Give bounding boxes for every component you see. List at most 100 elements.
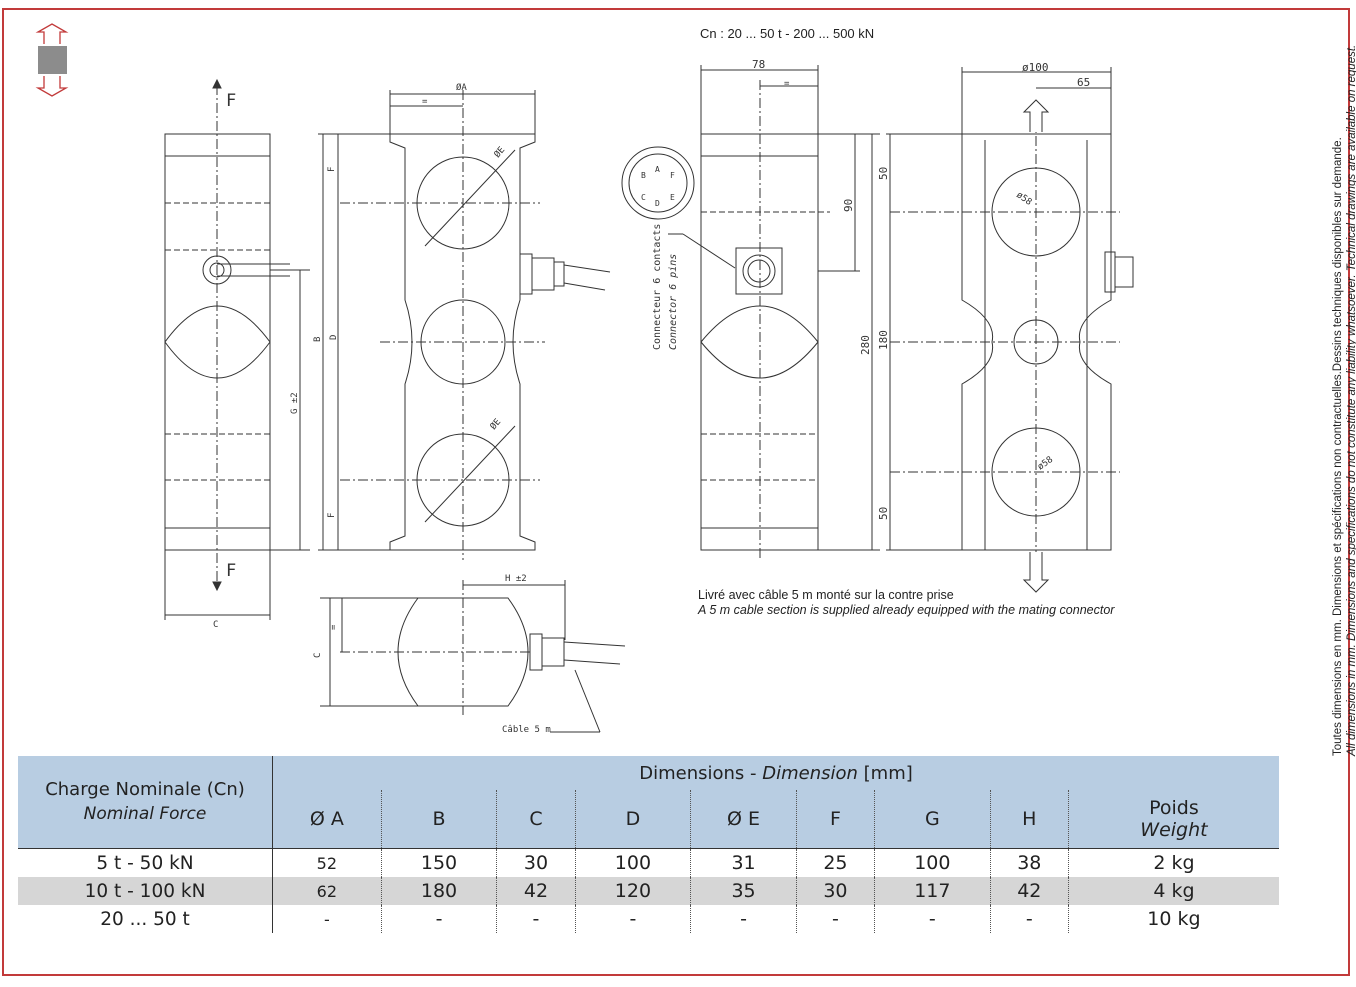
dim-equal-bottom-label: =	[329, 624, 339, 630]
weight-header-fr: Poids	[1149, 797, 1199, 819]
up-down-arrow-icon	[35, 23, 69, 97]
pin-b: B	[641, 171, 646, 180]
table-row: 20 ... 50 t - - - - - - - - 10 kg	[18, 905, 1279, 933]
table-row: 10 t - 100 kN 62 180 42 120 35 30 117 42…	[18, 877, 1279, 905]
side-note-fr: Toutes dimensions en mm. Dimensions et s…	[1332, 137, 1344, 756]
cell-value: 100	[874, 848, 991, 877]
cell-value: 30	[496, 848, 576, 877]
dimensions-header-unit: [mm]	[857, 762, 913, 784]
dimensions-table: Charge Nominale (Cn) Nominal Force Dimen…	[18, 756, 1279, 933]
connector-view	[621, 65, 880, 560]
dim-58-top-label: ø58	[1014, 190, 1033, 208]
cell-value: 52	[272, 848, 382, 877]
nominal-force-header-en: Nominal Force	[83, 804, 207, 824]
cell-value: 180	[380, 877, 497, 905]
connector-label-fr: Connecteur 6 contacts	[652, 224, 663, 350]
dim-50-top-label: 50	[877, 167, 890, 180]
cell-value: -	[574, 905, 691, 933]
bottom-view	[320, 580, 626, 733]
connector-label-en: Connector 6 pins	[668, 254, 679, 350]
cell-weight: 2 kg	[1067, 848, 1279, 877]
cell-value: 120	[574, 877, 691, 905]
cell-value: 30	[795, 877, 875, 905]
column-header-c: C	[496, 790, 576, 849]
page-frame	[2, 8, 1350, 976]
dim-equal-label: =	[422, 97, 428, 107]
side-note-en: All dimensions in mm. Dimensions and spe…	[1346, 44, 1356, 756]
cell-value: -	[496, 905, 576, 933]
column-header-d: D	[574, 790, 691, 849]
column-header-a: Ø A	[272, 790, 382, 849]
dim-a-label: ØA	[456, 82, 467, 93]
column-header-b: B	[380, 790, 497, 849]
dim-180-label: 180	[877, 330, 890, 350]
dim-h-label: H ±2	[505, 574, 527, 584]
pin-f: F	[670, 171, 675, 180]
dim-58-bottom-label: ø58	[1036, 455, 1055, 473]
pin-a: A	[655, 165, 660, 174]
column-header-weight: Poids Weight	[1067, 790, 1279, 849]
dim-c-bottom-label: C	[313, 653, 323, 658]
dimensions-table-wrapper: Charge Nominale (Cn) Nominal Force Dimen…	[18, 756, 1279, 933]
pin-e: E	[670, 193, 675, 202]
cell-value: 38	[989, 848, 1069, 877]
front-view	[318, 90, 611, 560]
dimensions-header-en: Dimension	[762, 762, 858, 784]
cell-value: 117	[874, 877, 991, 905]
dimensions-header: Dimensions - Dimension [mm]	[272, 756, 1279, 790]
cell-value: 62	[272, 877, 382, 905]
column-header-h: H	[989, 790, 1069, 849]
side-note: Toutes dimensions en mm. Dimensions et s…	[1331, 36, 1356, 756]
cell-value: -	[874, 905, 991, 933]
dim-90-label: 90	[842, 199, 855, 212]
cell-value: 150	[380, 848, 497, 877]
weight-header-en: Weight	[1140, 819, 1208, 841]
dim-b-label: B	[313, 337, 323, 342]
cable-note-en: A 5 m cable section is supplied already …	[698, 603, 1115, 617]
nominal-force-header: Charge Nominale (Cn) Nominal Force	[18, 756, 273, 849]
column-header-e: Ø E	[690, 790, 797, 849]
cell-value: -	[690, 905, 797, 933]
dim-e-label-bottom: ØE	[488, 417, 503, 432]
cell-value: 35	[690, 877, 797, 905]
cell-value: -	[795, 905, 875, 933]
row-nominal-force: 20 ... 50 t	[18, 905, 273, 933]
technical-drawing: F F C G ±2 ØA = ØE ØE F F B D H ±2 C = C…	[35, 23, 1134, 735]
row-nominal-force: 5 t - 50 kN	[18, 848, 273, 877]
cell-value: 100	[574, 848, 691, 877]
cable-note: Livré avec câble 5 m monté sur la contre…	[698, 588, 1114, 618]
dim-g-label: G ±2	[290, 392, 300, 414]
cell-value: 42	[989, 877, 1069, 905]
force-label-top: F	[226, 91, 236, 111]
column-header-g: G	[874, 790, 991, 849]
pin-d: D	[655, 199, 660, 208]
dim-78-label: 78	[752, 58, 765, 71]
dim-100-label: ø100	[1022, 61, 1049, 74]
cell-value: 31	[690, 848, 797, 877]
dim-50-bottom-label: 50	[877, 507, 890, 520]
cell-value: -	[380, 905, 497, 933]
dim-e-label-top: ØE	[492, 145, 507, 160]
cell-weight: 10 kg	[1067, 905, 1279, 933]
table-row: 5 t - 50 kN 52 150 30 100 31 25 100 38 2…	[18, 848, 1279, 877]
nominal-force-header-fr: Charge Nominale (Cn)	[45, 779, 245, 800]
capacity-label: Cn : 20 ... 50 t - 200 ... 500 kN	[700, 26, 875, 41]
dim-d-label: D	[329, 335, 339, 340]
dim-280-label: 280	[859, 335, 872, 355]
dim-f-label-bottom: F	[327, 513, 337, 518]
cable-label: Câble 5 m	[502, 725, 551, 735]
dim-equal-connector-label: =	[784, 79, 790, 89]
cell-value: -	[323, 909, 330, 929]
dim-f-label-top: F	[327, 167, 337, 172]
cell-value: 25	[795, 848, 875, 877]
dim-65-label: 65	[1077, 76, 1090, 89]
force-label-bottom: F	[226, 561, 236, 581]
column-header-f: F	[795, 790, 875, 849]
cell-value: 42	[496, 877, 576, 905]
cable-note-fr: Livré avec câble 5 m monté sur la contre…	[698, 588, 954, 602]
dimensioned-front-view	[886, 67, 1134, 593]
dim-c-label: C	[213, 620, 218, 630]
cell-value: -	[989, 905, 1069, 933]
side-view	[164, 78, 310, 620]
pin-c: C	[641, 193, 646, 202]
